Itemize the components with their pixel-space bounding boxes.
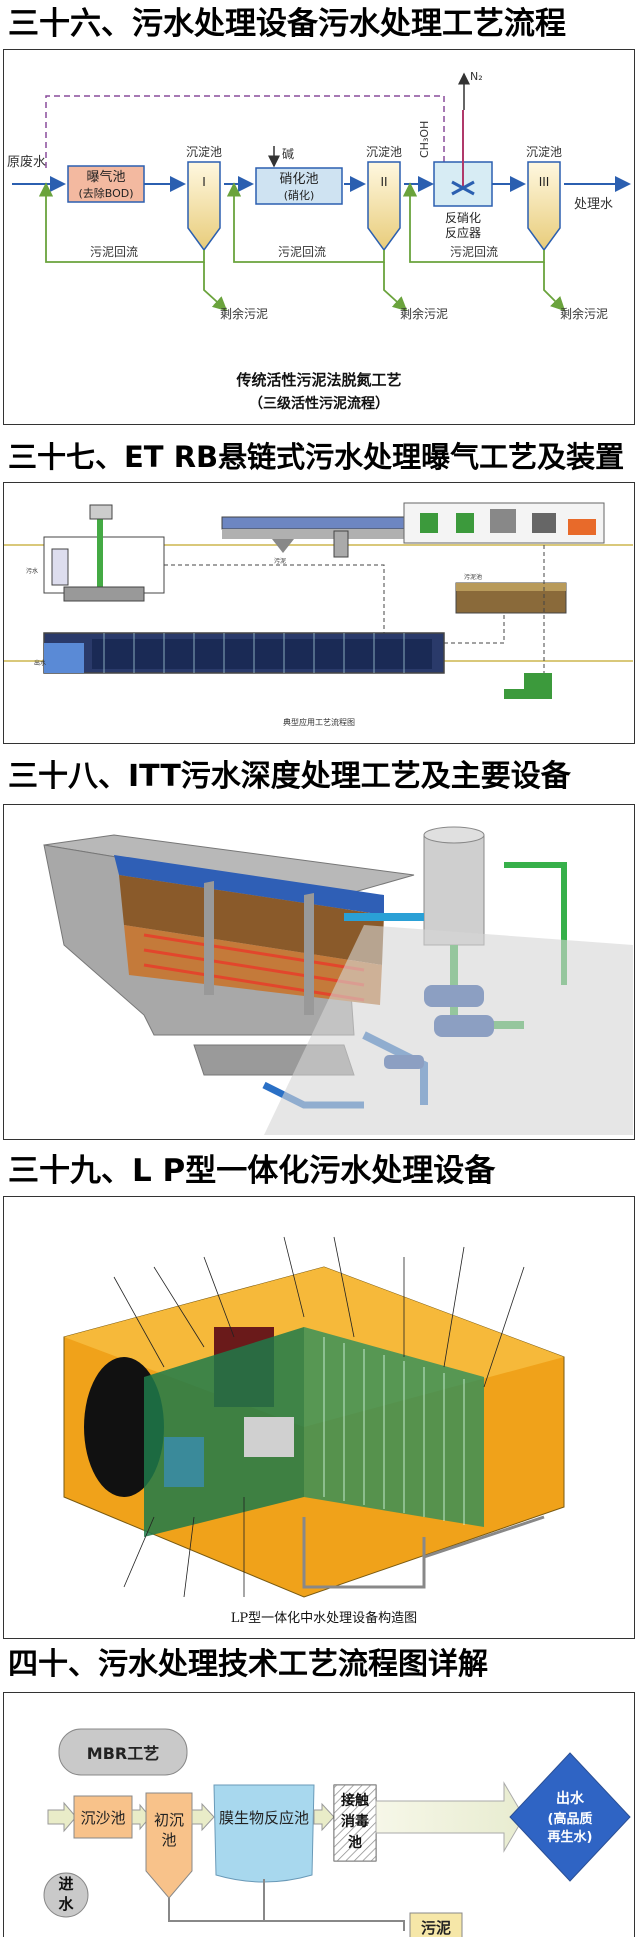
diagram-lp-integrated-equipment: LP型一体化中水处理设备构造图 bbox=[3, 1196, 635, 1639]
inflow-circle bbox=[43, 1872, 89, 1918]
settler-2-title: 沉淀池 bbox=[366, 145, 402, 159]
aeration-tank-label: 曝气池 bbox=[86, 169, 125, 185]
outflow-arrow bbox=[375, 1781, 525, 1853]
inlet-label: 原废水 bbox=[7, 154, 46, 170]
fig36-caption-1: 传统活性污泥法脱氮工艺 bbox=[235, 371, 401, 389]
settler-2 bbox=[367, 161, 401, 252]
heading-39: 三十九、L P型一体化污水处理设备 bbox=[8, 1153, 496, 1189]
diagram-mbr-process: MBR工艺 沉沙池 初沉 池 膜生物反应池 接触 消毒 池 出水 (高品质 再生… bbox=[3, 1692, 635, 1937]
primary-clarifier bbox=[145, 1792, 193, 1899]
n2-label: N₂ bbox=[470, 70, 483, 83]
fig37-caption: 典型应用工艺流程图 bbox=[283, 717, 355, 727]
settler-1-title: 沉淀池 bbox=[186, 145, 222, 159]
aeration-tank bbox=[67, 165, 145, 203]
return-sludge-2: 污泥回流 bbox=[278, 245, 326, 259]
out-label-2: (高品质 bbox=[548, 1811, 593, 1827]
membrane-reactor bbox=[213, 1784, 315, 1883]
diagram-denitrification-process: 原废水 曝气池 (去除BOD) 沉淀池 I 碱 硝化池 (硝化) 沉淀池 II … bbox=[3, 49, 635, 425]
contact-disinfection-tank bbox=[333, 1784, 377, 1862]
nitrification-sublabel: (硝化) bbox=[284, 188, 315, 202]
methanol-label: CH₃OH bbox=[418, 121, 431, 158]
sludge-label: 污泥 bbox=[421, 1919, 451, 1937]
outlet-label: 处理水 bbox=[574, 197, 613, 212]
settler-3-numeral: III bbox=[539, 175, 550, 189]
diagram-itt-deep-treatment bbox=[3, 804, 635, 1140]
alkali-label: 碱 bbox=[282, 147, 294, 161]
excess-sludge-2: 剩余污泥 bbox=[400, 306, 448, 321]
denitr-label-1: 反硝化 bbox=[445, 211, 481, 225]
heading-40: 四十、污水处理技术工艺流程图详解 bbox=[8, 1647, 488, 1682]
excess-sludge-3: 剩余污泥 bbox=[560, 306, 608, 321]
denitrification-flow-svg: 原废水 曝气池 (去除BOD) 沉淀池 I 碱 硝化池 (硝化) 沉淀池 II … bbox=[7, 70, 631, 412]
settler-1 bbox=[187, 161, 221, 252]
nitrification-tank bbox=[255, 167, 343, 205]
heading-36: 三十六、污水处理设备污水处理工艺流程 bbox=[8, 6, 566, 42]
itt-svg bbox=[43, 826, 633, 1135]
mbr-badge bbox=[58, 1728, 188, 1776]
fig36-caption-2: （三级活性污泥流程） bbox=[249, 395, 389, 412]
svg-text:污泥池: 污泥池 bbox=[464, 573, 482, 581]
denitr-label-2: 反应器 bbox=[445, 225, 481, 240]
mbr-label: MBR工艺 bbox=[87, 1744, 159, 1763]
grit-label: 沉沙池 bbox=[80, 1809, 125, 1827]
svg-text:出水: 出水 bbox=[34, 659, 46, 667]
out-label-1: 出水 bbox=[556, 1790, 585, 1807]
settler-3 bbox=[527, 161, 561, 252]
reactor-label: 膜生物反应池 bbox=[219, 1809, 309, 1827]
nitrification-label: 硝化池 bbox=[279, 172, 318, 187]
recycle-dashed-line bbox=[45, 95, 444, 168]
settler-2-numeral: II bbox=[380, 175, 387, 189]
sludge-box bbox=[409, 1912, 463, 1937]
primary-label-2: 池 bbox=[161, 1831, 176, 1849]
return-sludge-3: 污泥回流 bbox=[450, 245, 498, 259]
contact-label-3: 池 bbox=[348, 1834, 362, 1851]
settler-1-numeral: I bbox=[202, 175, 206, 189]
grit-chamber bbox=[73, 1795, 133, 1839]
lp-svg: LP型一体化中水处理设备构造图 bbox=[63, 1236, 565, 1626]
contact-label-2: 消毒 bbox=[341, 1813, 369, 1830]
fig39-caption: LP型一体化中水处理设备构造图 bbox=[231, 1610, 417, 1626]
inflow-label-2: 水 bbox=[58, 1895, 74, 1913]
svg-text:污水: 污水 bbox=[26, 567, 38, 575]
return-sludge-1: 污泥回流 bbox=[90, 245, 138, 259]
excess-sludge-1: 剩余污泥 bbox=[220, 306, 268, 321]
heading-37: 三十七、ET RB悬链式污水处理曝气工艺及装置 bbox=[8, 440, 625, 474]
diagram-etrb-aeration: 污水出水 污泥污泥池 典型应用工艺流程图 bbox=[3, 482, 635, 744]
svg-text:污泥: 污泥 bbox=[274, 557, 286, 565]
inflow-label-1: 进 bbox=[58, 1875, 73, 1893]
primary-label-1: 初沉 bbox=[154, 1811, 184, 1829]
heading-38: 三十八、ITT污水深度处理工艺及主要设备 bbox=[8, 759, 571, 794]
contact-label-1: 接触 bbox=[341, 1792, 369, 1809]
aeration-tank-sublabel: (去除BOD) bbox=[78, 186, 133, 200]
settler-3-title: 沉淀池 bbox=[526, 145, 562, 159]
out-label-3: 再生水) bbox=[548, 1829, 593, 1845]
outflow-high-quality bbox=[509, 1752, 631, 1882]
mbr-svg: MBR工艺 沉沙池 初沉 池 膜生物反应池 接触 消毒 池 出水 (高品质 再生… bbox=[43, 1728, 631, 1937]
